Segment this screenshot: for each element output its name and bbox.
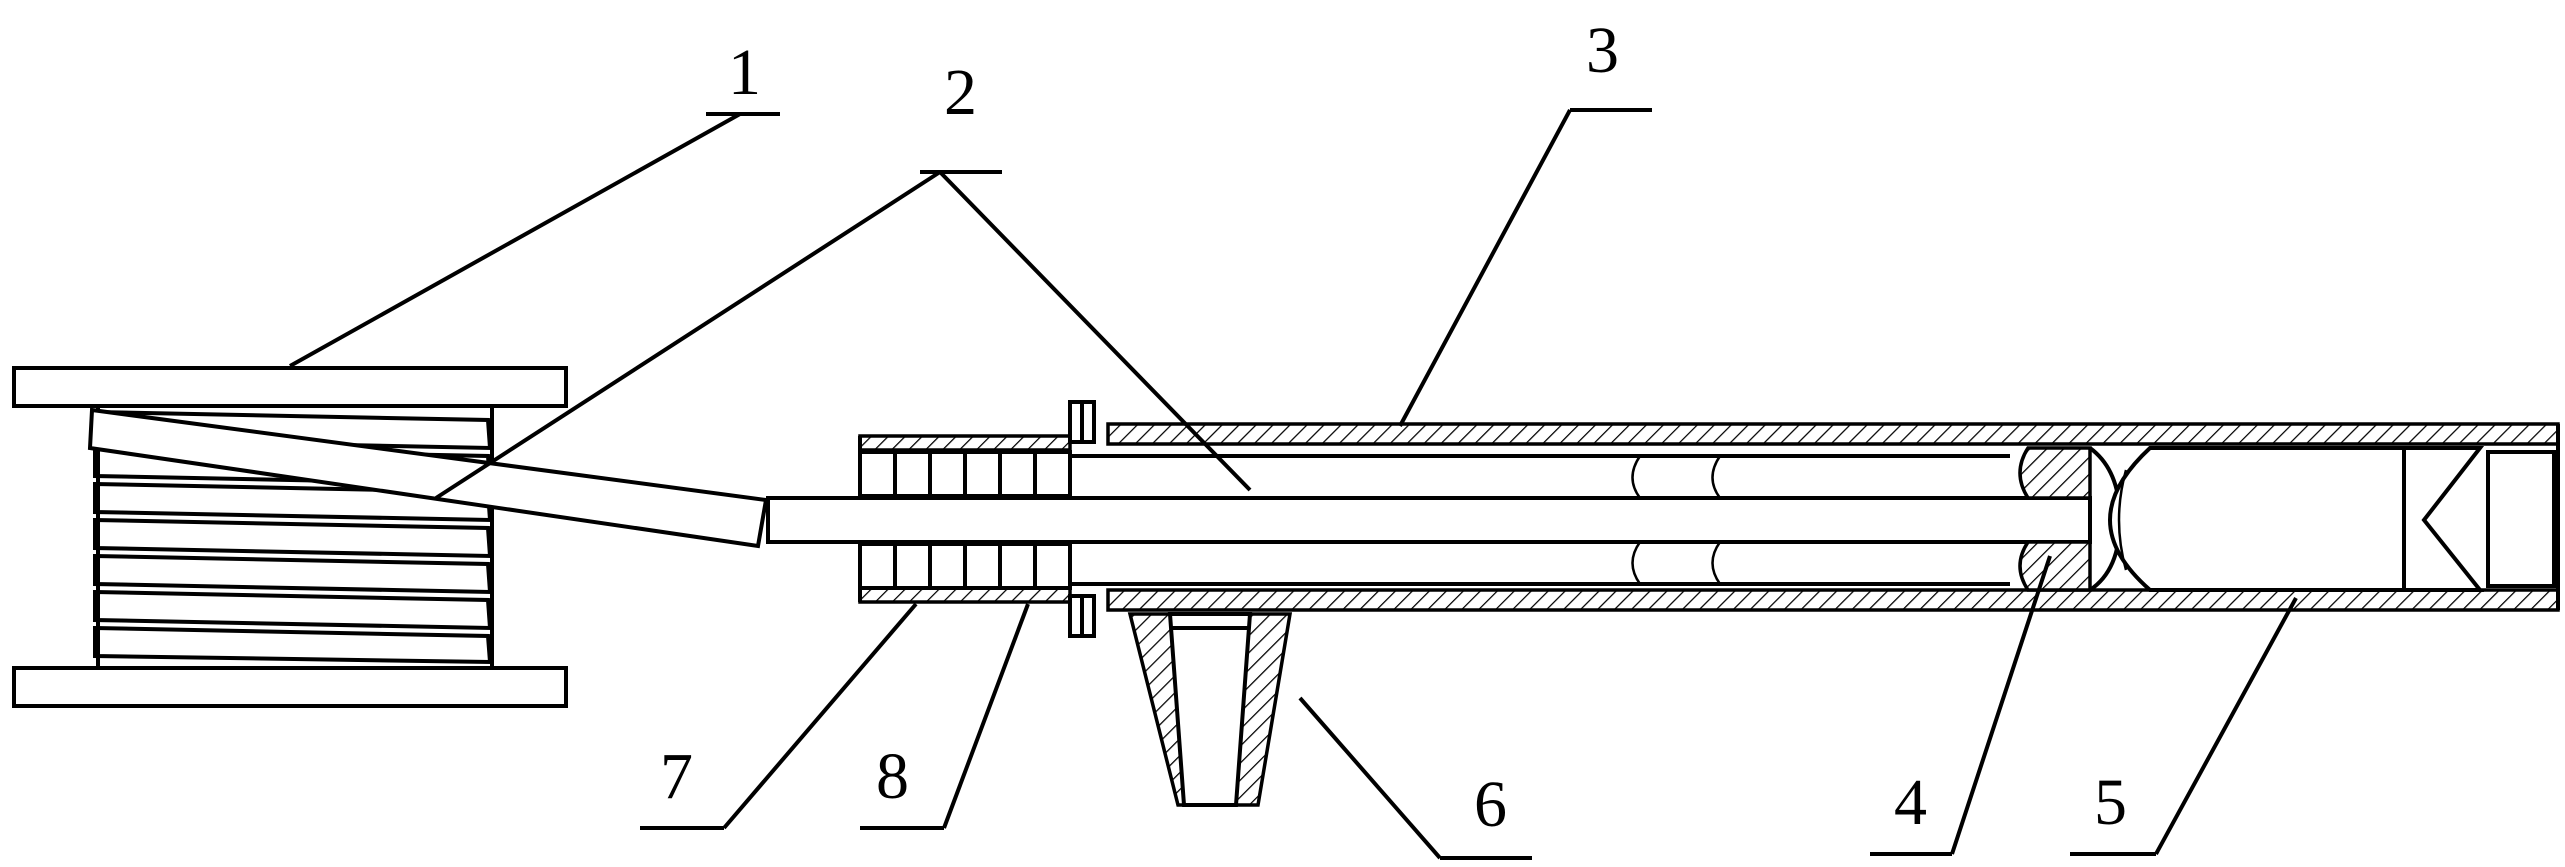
capsule-body [2107,446,2419,592]
label-2: 2 [944,56,977,129]
leader-lines [289,108,2298,860]
channel-spacers [1631,455,1722,585]
label-4: 4 [1894,766,1927,839]
reel-top-flange [12,366,568,408]
sleeve-top-wall [858,434,1072,452]
nozzle [1127,612,1293,807]
piston-top [2018,446,2092,500]
label-7: 7 [660,740,693,813]
clamp-ring [1068,400,1096,638]
label-8: 8 [876,740,909,813]
tube-top-wall [1106,422,2560,446]
label-3: 3 [1586,14,1619,87]
label-6: 6 [1474,768,1507,841]
push-rod [766,496,2092,544]
tape-strip [87,407,769,549]
outer-tube [1106,422,2560,612]
roller-cells [858,450,1072,590]
tube-bottom-wall [1106,588,2560,612]
sleeve-bottom-wall [858,586,1072,604]
capsule [2107,446,2556,592]
end-cone [2402,446,2485,592]
reel [12,366,769,708]
label-1: 1 [728,36,761,109]
nozzle-bore [1167,612,1253,807]
end-cap [2486,450,2556,588]
reel-bottom-flange [12,666,568,708]
piston-bottom [2018,540,2092,592]
label-5: 5 [2094,766,2127,839]
